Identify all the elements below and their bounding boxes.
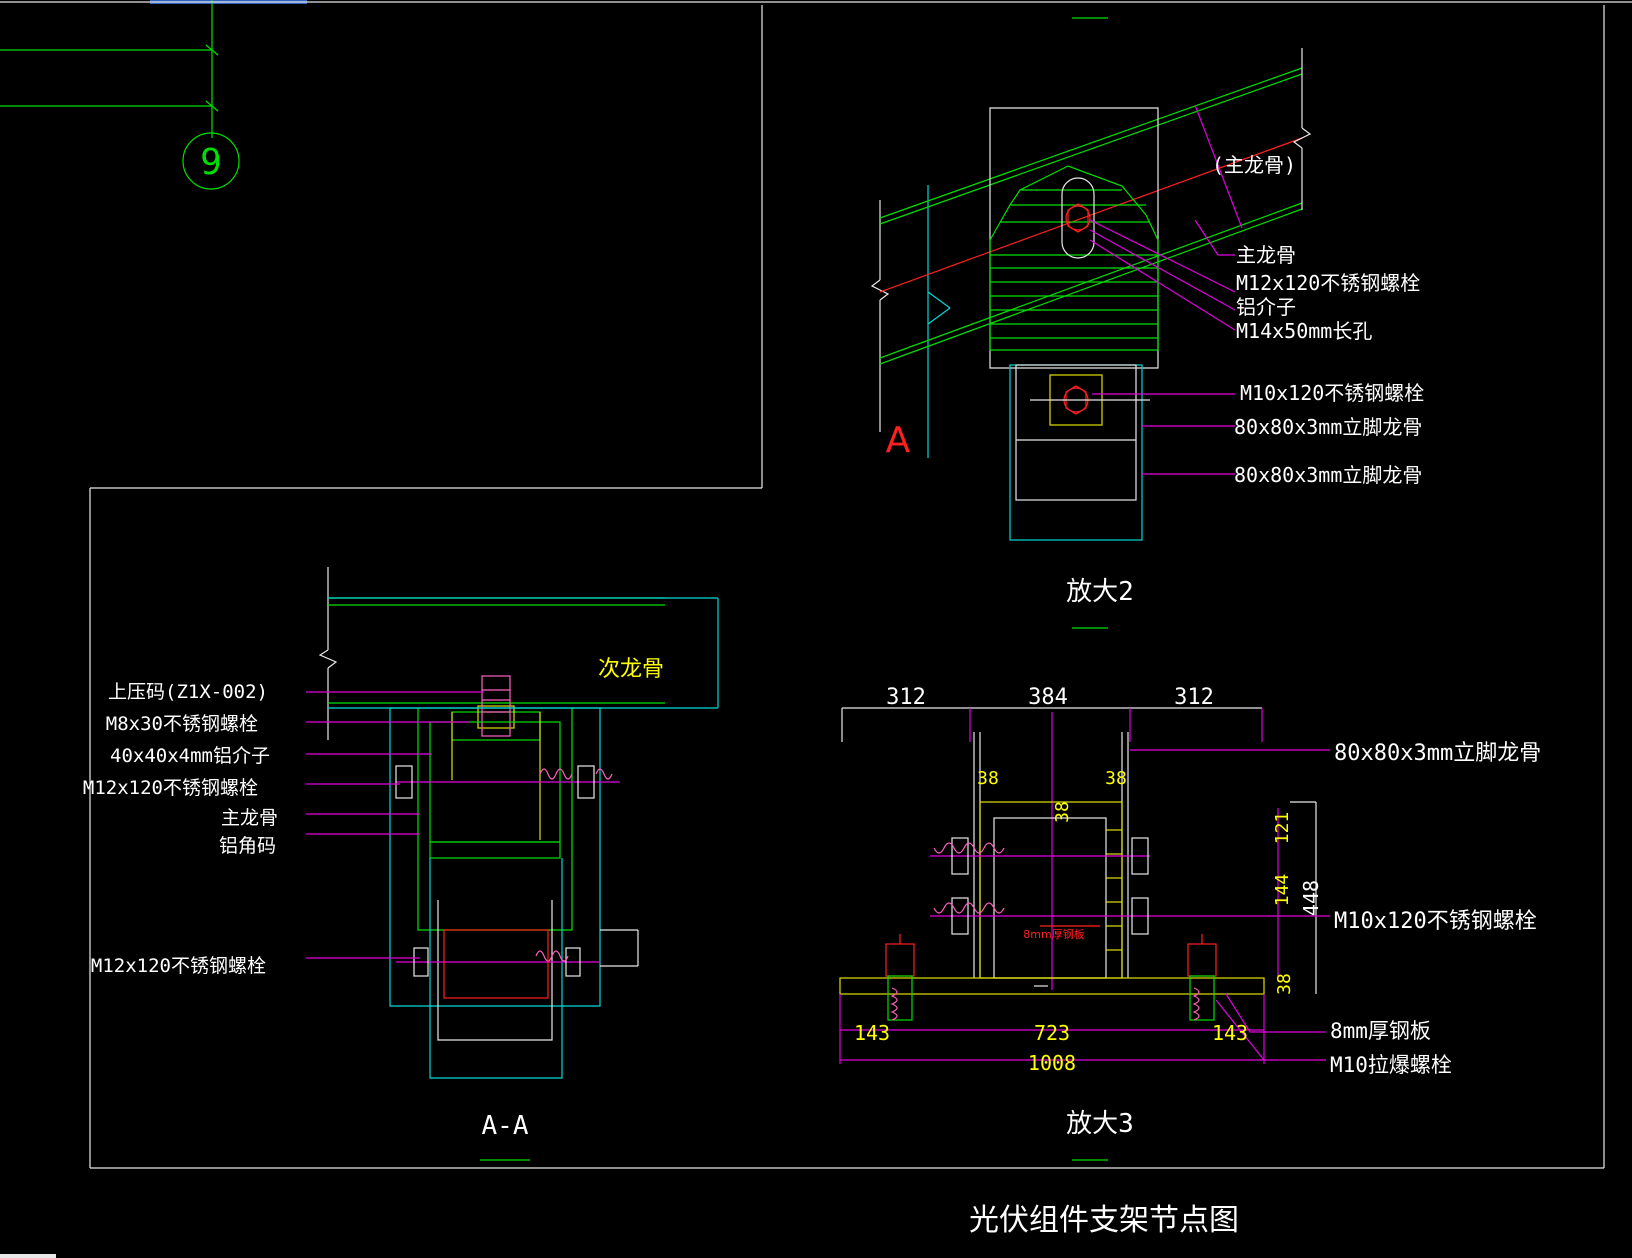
detail3-label-3: 8mm厚钢板 [1330, 1019, 1431, 1043]
dim-bottom-2: 723 [1034, 1021, 1070, 1045]
aa-label-2: M8x30不锈钢螺栓 [106, 713, 258, 735]
grid-bubble-label: 9 [200, 142, 222, 183]
detail2-label-5: M14x50mm长孔 [1236, 319, 1372, 343]
dim-top-left: 312 [886, 685, 926, 710]
dim-inner-2: 38 [1105, 768, 1127, 789]
dim-top-right: 312 [1174, 685, 1214, 710]
detail-3-drawing [839, 707, 1330, 1161]
corner-mark [0, 1254, 56, 1258]
dim-right-4: 38 [1274, 973, 1295, 995]
detail2-label-4: 铝介子 [1236, 295, 1296, 319]
section-aa-drawing [306, 567, 719, 1161]
secondary-beam-label: 次龙骨 [598, 657, 664, 682]
dim-bottom-1: 143 [854, 1021, 890, 1045]
plate-note: 8mm厚钢板 [1023, 927, 1084, 941]
aa-title: A-A [482, 1111, 529, 1141]
aa-label-7: M12x120不锈钢螺栓 [91, 955, 266, 977]
aa-label-5: 主龙骨 [221, 807, 278, 829]
dim-inner-1: 38 [977, 768, 999, 789]
aa-label-4: M12x120不锈钢螺栓 [83, 777, 258, 799]
detail3-label-4: M10拉爆螺栓 [1330, 1053, 1452, 1077]
dim-bottom-3: 143 [1212, 1021, 1248, 1045]
aa-label-6: 铝角码 [219, 835, 276, 857]
section-aa-annotations: 次龙骨 上压码(Z1X-002) M8x30不锈钢螺栓 40x40x4mm铝介子… [83, 657, 664, 1141]
dim-right-1: 121 [1272, 812, 1293, 845]
aa-label-1: 上压码(Z1X-002) [108, 681, 268, 703]
dim-top-mid: 384 [1028, 685, 1068, 710]
dim-right-2: 144 [1272, 874, 1293, 907]
detail2-label-1: (主龙骨) [1212, 153, 1296, 177]
detail-3-annotations: 312 384 312 38 38 38 121 144 448 38 8mm厚… [854, 685, 1541, 1139]
detail2-label-2: 主龙骨 [1236, 243, 1296, 267]
detail-2-annotations: A (主龙骨) 主龙骨 M12x120不锈钢螺栓 铝介子 M14x50mm长孔 … [886, 153, 1425, 607]
detail2-title: 放大2 [1066, 577, 1134, 607]
detail2-label-7: 80x80x3mm立脚龙骨 [1234, 415, 1422, 439]
detail2-label-8: 80x80x3mm立脚龙骨 [1234, 463, 1422, 487]
dim-right-3: 448 [1299, 880, 1323, 916]
section-mark-a: A [886, 420, 911, 461]
grid-lines [0, 0, 307, 138]
detail2-label-3: M12x120不锈钢螺栓 [1236, 271, 1420, 295]
sheet-title: 光伏组件支架节点图 [969, 1203, 1239, 1238]
dim-inner-3: 38 [1052, 801, 1073, 823]
detail3-title: 放大3 [1066, 1109, 1134, 1139]
dim-bottom-total: 1008 [1028, 1051, 1076, 1075]
detail2-label-6: M10x120不锈钢螺栓 [1240, 381, 1424, 405]
detail3-label-2: M10x120不锈钢螺栓 [1334, 909, 1537, 934]
sheet-frames [0, 1, 1632, 1169]
detail-2-drawing [870, 17, 1312, 629]
grid-bubble: 9 [182, 132, 240, 190]
detail3-label-1: 80x80x3mm立脚龙骨 [1334, 741, 1541, 766]
aa-label-3: 40x40x4mm铝介子 [110, 745, 270, 767]
